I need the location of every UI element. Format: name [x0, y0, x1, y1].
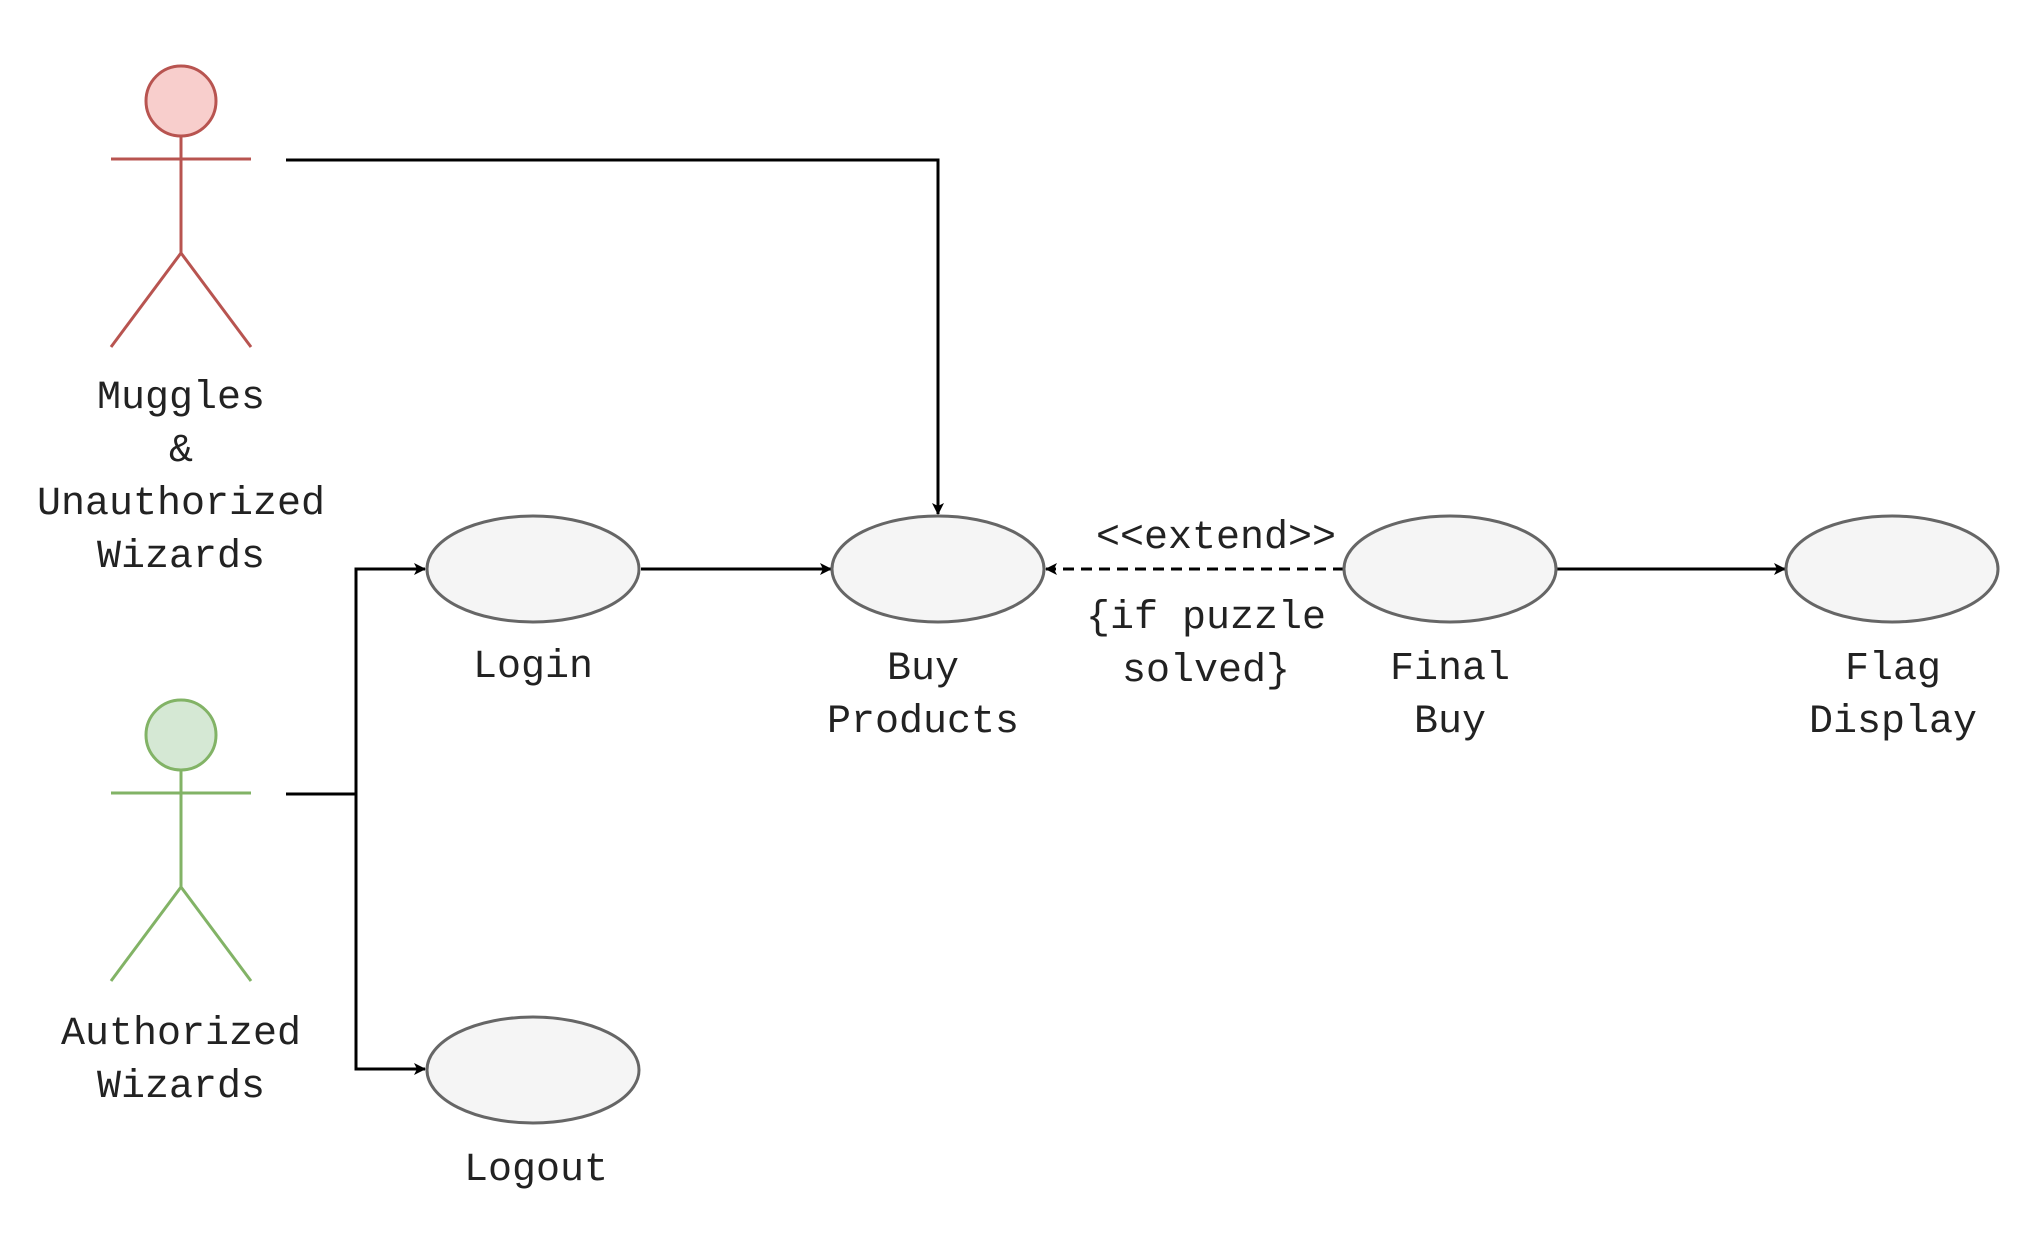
use-case-buy-products[interactable] — [830, 514, 1046, 624]
use-case-buy-products-label-line-1: Buy — [886, 647, 959, 692]
use-case-login[interactable] — [425, 514, 641, 624]
edge-authorized-to-logout — [354, 794, 426, 1075]
actor-muggles-label-line-2: & — [168, 429, 193, 474]
use-case-buy-products-label: Buy Products — [773, 643, 1073, 749]
actor-muggles — [109, 64, 253, 348]
actor-authorized-left-leg — [109, 886, 183, 982]
use-case-flag-display-label: Flag Display — [1743, 643, 2023, 749]
actor-authorized-head — [144, 698, 218, 772]
actor-authorized-wizards — [109, 698, 253, 982]
actor-muggles-label-line-4: Wizards — [96, 535, 266, 580]
actor-authorized-label: Authorized Wizards — [6, 1008, 356, 1114]
use-case-flag-display-label-line-2: Display — [1808, 700, 1978, 745]
use-case-final-buy-label: Final Buy — [1300, 643, 1600, 749]
use-case-logout[interactable] — [425, 1015, 641, 1125]
use-case-logout-label-line-1: Logout — [463, 1148, 609, 1193]
extend-condition-label: {if puzzle solved} — [1056, 592, 1356, 698]
actor-muggles-label-line-1: Muggles — [96, 376, 266, 421]
extend-condition-line-2: solved} — [1121, 649, 1291, 694]
actor-authorized-label-line-2: Wizards — [96, 1065, 266, 1110]
use-case-login-label: Login — [383, 641, 683, 694]
edge-muggles-to-buy-products — [286, 158, 944, 515]
actor-authorized-label-line-1: Authorized — [60, 1012, 302, 1057]
use-case-flag-display-label-line-1: Flag — [1844, 647, 1941, 692]
actor-muggles-head — [144, 64, 218, 138]
extend-stereotype-label: <<extend>> — [1056, 512, 1376, 565]
actor-muggles-left-leg — [109, 252, 183, 348]
use-case-final-buy[interactable] — [1342, 514, 1558, 624]
use-case-login-label-line-1: Login — [472, 645, 594, 690]
actor-muggles-right-leg — [179, 252, 253, 348]
use-case-flag-display[interactable] — [1784, 514, 2000, 624]
use-case-logout-label: Logout — [386, 1144, 686, 1197]
actor-muggles-label-line-3: Unauthorized — [36, 482, 326, 527]
use-case-buy-products-label-line-2: Products — [826, 700, 1020, 745]
use-case-final-buy-label-line-2: Buy — [1413, 700, 1486, 745]
actor-muggles-label: Muggles & Unauthorized Wizards — [6, 372, 356, 584]
edge-authorized-to-login — [286, 563, 426, 796]
actor-authorized-right-leg — [179, 886, 253, 982]
extend-stereotype-text: <<extend>> — [1095, 516, 1337, 561]
extend-condition-line-1: {if puzzle — [1085, 596, 1327, 641]
use-case-final-buy-label-line-1: Final — [1389, 647, 1511, 692]
